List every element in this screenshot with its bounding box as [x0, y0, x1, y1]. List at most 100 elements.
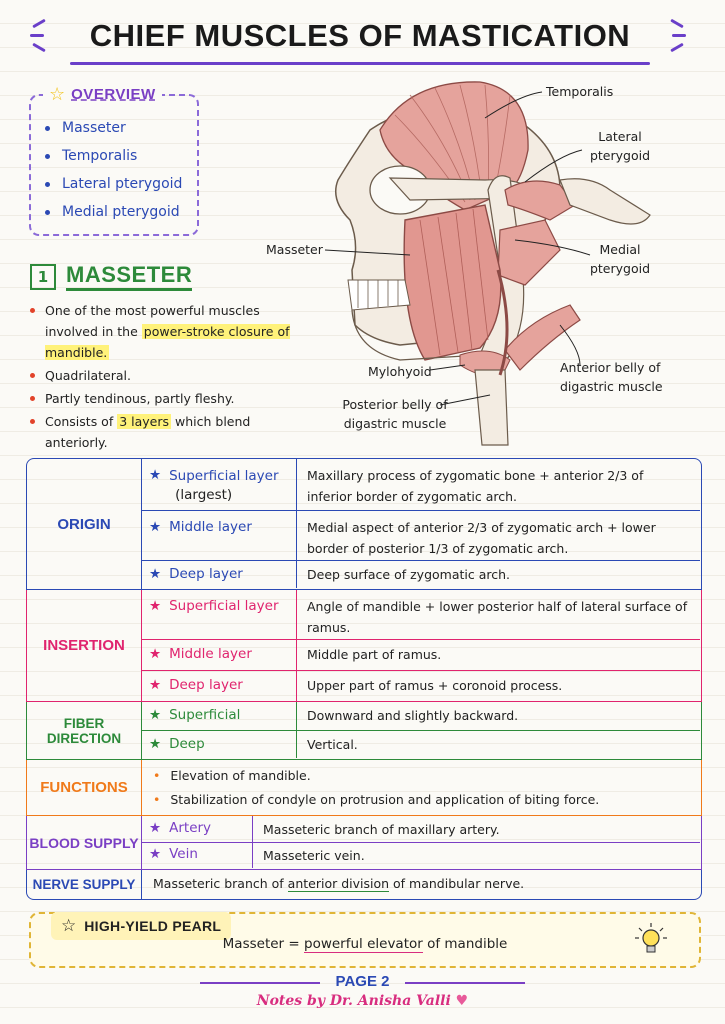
desc-origin-deep: Deep surface of zygomatic arch.: [307, 567, 510, 582]
category-nerve-supply: NERVE SUPPLY: [27, 870, 142, 899]
list-item: Quadrilateral.: [30, 365, 290, 386]
star-icon: ★: [149, 519, 162, 535]
list-item: Medial pterygoid: [45, 198, 182, 226]
star-icon: ☆: [61, 916, 77, 936]
bullet-text: Consists of: [45, 414, 118, 429]
footer-rule-right: [405, 982, 525, 984]
star-icon: ☆: [49, 84, 66, 105]
table-row-origin: ORIGIN ★ Superficial layer(largest) Maxi…: [26, 458, 702, 590]
star-icon: ★: [149, 846, 162, 862]
category-blood-supply: BLOOD SUPPLY: [27, 816, 142, 869]
star-icon: ★: [149, 707, 162, 723]
sublabel: Deep layer: [169, 566, 243, 582]
pearl-title: HIGH-YIELD PEARL: [84, 918, 222, 934]
star-icon: ★: [149, 736, 162, 752]
bullet-highlight: 3 layers: [117, 414, 172, 429]
page-number: PAGE 2: [335, 973, 390, 990]
title-accent-mark: [670, 18, 684, 29]
label-mylohyoid: Mylohyoid: [368, 364, 432, 379]
masseter-bullets: One of the most powerful muscles involve…: [30, 300, 290, 455]
label-masseter: Masseter: [266, 242, 323, 257]
desc-nerve: Masseteric branch of anterior division o…: [141, 870, 701, 898]
subcell-fiber-deep: ★ Deep: [141, 731, 297, 758]
list-item: Temporalis: [45, 142, 182, 170]
desc-functions: •Elevation of mandible. •Stabilization o…: [141, 760, 701, 816]
overview-item-label: Temporalis: [62, 148, 138, 164]
pearl-text: Masseter = powerful elevator of mandible: [31, 936, 699, 953]
section-number: 1: [30, 263, 56, 290]
list-item: •Stabilization of condyle on protrusion …: [153, 788, 689, 812]
overview-list: Masseter Temporalis Lateral pterygoid Me…: [45, 114, 182, 226]
star-icon: ★: [149, 566, 162, 582]
sublabel: Superficial layer: [169, 468, 279, 484]
subcell-insertion-middle: ★Middle layer: [141, 640, 297, 671]
subcell-vein: ★ Vein: [141, 843, 253, 868]
overview-item-label: Masseter: [62, 120, 126, 136]
title-accent-mark: [32, 42, 46, 53]
subcell-fiber-superficial: ★ Superficial: [141, 702, 297, 731]
pearl-text-part: Masseter =: [222, 936, 304, 952]
sublabel: Deep: [169, 736, 205, 752]
sublabel: Superficial: [169, 707, 241, 723]
category-insertion: INSERTION: [27, 590, 142, 701]
pearl-text-emphasis: powerful elevator: [304, 936, 423, 953]
author-credit: Notes by Dr. Anisha Valli ♥: [0, 993, 725, 1009]
lightbulb-icon: [635, 923, 667, 953]
list-item: Masseter: [45, 114, 182, 142]
table-row-fiber: FIBER DIRECTION ★Superficial Downward an…: [26, 702, 702, 760]
nerve-text-emphasis: anterior division: [287, 876, 390, 892]
page-title: CHIEF MUSCLES OF MASTICATION: [89, 18, 631, 53]
subcell-origin-superficial: ★ Superficial layer (largest): [141, 459, 297, 511]
title-accent-mark: [672, 34, 686, 37]
pearl-text-part: of mandible: [422, 936, 508, 952]
category-functions: FUNCTIONS: [27, 760, 142, 815]
label-temporalis: Temporalis: [546, 84, 614, 99]
sublabel: Middle layer: [169, 519, 252, 535]
sublabel: Middle layer: [169, 646, 252, 662]
list-item: One of the most powerful muscles involve…: [30, 300, 290, 363]
bullet-text: which blend anteriorly.: [45, 414, 251, 450]
sublabel-note: (largest): [175, 487, 233, 503]
subcell-origin-middle: ★ Middle layer: [141, 511, 297, 561]
desc-insertion-superficial: Angle of mandible + lower posterior half…: [297, 590, 700, 640]
author-credit-text: Notes by Dr. Anisha Valli: [256, 993, 451, 1009]
list-item: Consists of 3 layers which blend anterio…: [30, 411, 290, 453]
table-row-nerve-supply: NERVE SUPPLY Masseteric branch of anteri…: [26, 870, 702, 900]
star-icon: ★: [149, 467, 162, 483]
title-accent-mark: [670, 42, 684, 53]
nerve-text: of mandibular nerve.: [389, 876, 525, 891]
overview-title: OVERVIEW: [71, 86, 156, 103]
bullet-text: Partly tendinous, partly fleshy.: [45, 391, 235, 406]
subcell-insertion-deep: ★Deep layer: [141, 671, 297, 701]
pearl-header: ☆ HIGH-YIELD PEARL: [51, 912, 232, 940]
table-row-blood-supply: BLOOD SUPPLY ★Artery Masseteric branch o…: [26, 816, 702, 870]
sublabel: Superficial layer: [169, 598, 279, 614]
sublabel: Vein: [169, 846, 198, 862]
subcell-insertion-superficial: ★ Superficial layer: [141, 590, 297, 640]
label-medial-pterygoid: Medial pterygoid: [589, 242, 651, 276]
desc-origin-middle: Medial aspect of anterior 2/3 of zygomat…: [297, 511, 700, 561]
overview-item-label: Medial pterygoid: [62, 204, 180, 220]
desc-insertion-deep: Upper part of ramus + coronoid process.: [307, 678, 563, 693]
label-lateral-pterygoid: Lateral pterygoid: [589, 129, 651, 163]
category-origin: ORIGIN: [27, 459, 142, 589]
heart-icon: ♥: [455, 993, 469, 1009]
list-item: •Elevation of mandible.: [153, 764, 689, 788]
overview-header: ☆ OVERVIEW: [43, 84, 162, 105]
star-icon: ★: [149, 598, 162, 614]
function-text: Stabilization of condyle on protrusion a…: [170, 792, 600, 807]
subcell-origin-deep: ★ Deep layer: [141, 561, 297, 588]
nerve-text: Masseteric branch of: [153, 876, 288, 891]
desc-insertion-middle: Middle part of ramus.: [297, 640, 700, 671]
overview-item-label: Lateral pterygoid: [62, 176, 183, 192]
desc-fiber-superficial: Downward and slightly backward.: [297, 702, 700, 731]
label-anterior-belly: Anterior belly of digastric muscle: [560, 360, 663, 394]
star-icon: ★: [149, 820, 162, 836]
anatomy-illustration: Temporalis Lateral pterygoid Medial pter…: [260, 70, 710, 450]
skull-muscle-drawing: [324, 81, 651, 446]
desc-vein: Masseteric vein.: [263, 848, 365, 863]
list-item: Lateral pterygoid: [45, 170, 182, 198]
sublabel: Deep layer: [169, 677, 243, 693]
table-row-insertion: INSERTION ★ Superficial layer Angle of ma…: [26, 590, 702, 702]
